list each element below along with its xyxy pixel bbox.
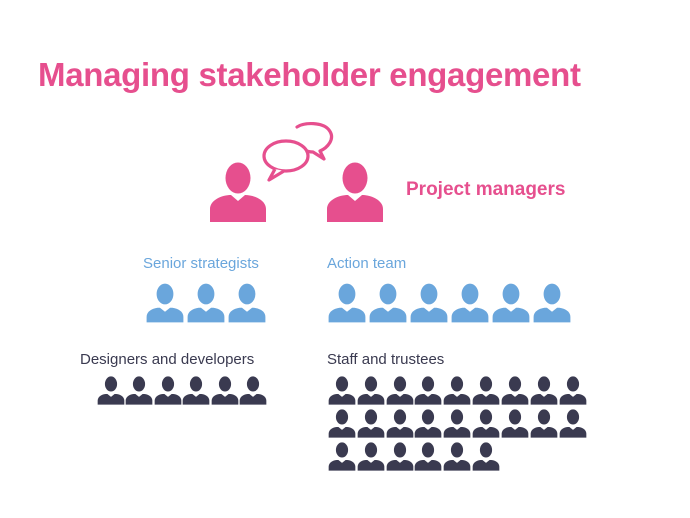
staff-trustees-row <box>327 409 587 438</box>
staff-trustees-label: Staff and trustees <box>327 351 445 368</box>
person-icon <box>414 442 443 471</box>
staff-trustees-grid <box>327 376 587 475</box>
person-icon <box>368 283 408 323</box>
person-icon <box>385 409 414 438</box>
person-icon <box>227 283 267 323</box>
person-icon <box>414 376 443 405</box>
person-icon <box>327 283 367 323</box>
designers-developers-label: Designers and developers <box>80 351 255 368</box>
person-icon <box>471 442 501 471</box>
staff-trustees-row <box>327 442 586 471</box>
person-icon <box>145 283 185 323</box>
person-icon <box>414 409 443 438</box>
person-icon <box>356 409 386 438</box>
person-icon <box>443 442 472 471</box>
senior-strategists-label: Senior strategists <box>143 255 259 272</box>
person-icon <box>558 409 587 438</box>
person-icon <box>356 442 386 471</box>
person-icon <box>327 442 357 471</box>
staff-trustees-row <box>327 376 587 405</box>
person-icon <box>500 409 530 438</box>
person-icon <box>558 376 587 405</box>
senior-strategists-row <box>144 283 267 323</box>
project-managers-svg <box>210 122 383 222</box>
page-title: Managing stakeholder engagement <box>38 56 581 93</box>
person-icon <box>443 409 472 438</box>
person-icon <box>327 409 357 438</box>
action-team-row <box>326 283 572 323</box>
person-icon <box>385 376 414 405</box>
speech-bubbles-icon <box>262 122 334 182</box>
person-icon <box>356 376 386 405</box>
person-icon <box>529 409 558 438</box>
person-icon <box>210 162 266 222</box>
person-icon <box>153 376 183 405</box>
person-icon <box>532 283 572 323</box>
person-icon <box>529 376 558 405</box>
person-icon <box>409 283 449 323</box>
designers-developers-row <box>96 376 268 405</box>
action-team-label: Action team <box>327 255 407 272</box>
person-icon <box>327 376 357 405</box>
person-icon <box>385 442 414 471</box>
person-icon <box>182 376 211 405</box>
person-icon <box>471 409 501 438</box>
project-managers-label: Project managers <box>406 179 566 200</box>
person-icon <box>491 283 531 323</box>
person-icon <box>450 283 490 323</box>
person-icon <box>327 162 383 222</box>
person-icon <box>443 376 472 405</box>
person-icon <box>500 376 530 405</box>
person-icon <box>471 376 501 405</box>
person-icon <box>125 376 154 405</box>
project-managers-illustration <box>205 118 395 222</box>
person-icon <box>186 283 226 323</box>
person-icon <box>96 376 126 405</box>
person-icon <box>238 376 268 405</box>
person-icon <box>210 376 239 405</box>
